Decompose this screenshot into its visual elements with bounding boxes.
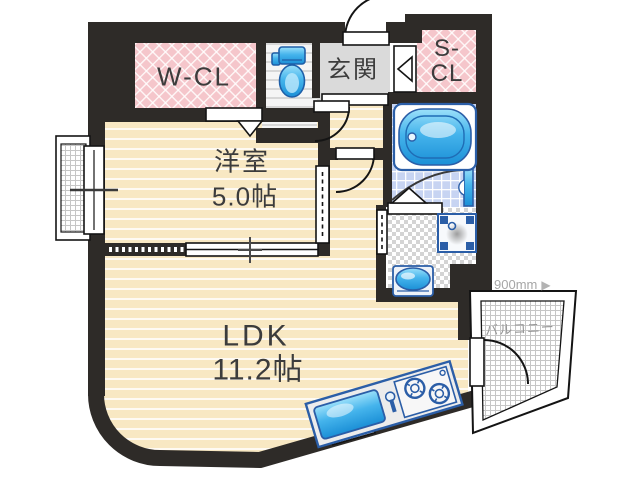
walk-in-closet-label: W-CL: [157, 61, 231, 92]
toilet-icon: [271, 46, 306, 98]
shoe-closet-floor: [417, 26, 476, 96]
balcony-area: [468, 290, 578, 435]
balcony-width-text: 900mm: [494, 277, 538, 292]
kitchen-sink-icon: [313, 389, 397, 440]
entrance-door: [342, 0, 390, 46]
ldk-label: LDK: [222, 319, 290, 353]
shoe-closet-opening: [393, 45, 417, 93]
shoe-closet-label: S- CL: [430, 34, 464, 87]
bathtub-icon: [392, 102, 478, 172]
shoe-closet-label-line2: CL: [430, 60, 464, 87]
entrance-step: [321, 93, 389, 106]
closet-opening: [205, 107, 264, 138]
western-room-label: 洋室: [213, 146, 271, 177]
shower-door-icon: [458, 167, 474, 207]
right-arrow-icon: ▶: [541, 278, 551, 292]
ldk-floor: [101, 105, 468, 458]
washing-machine-pan-icon: [437, 213, 477, 253]
gas-stove-icon: [393, 365, 458, 419]
entrance-label: 玄関: [327, 56, 379, 84]
sliding-door: [185, 237, 319, 263]
balcony-door: [469, 337, 529, 387]
kitchen-counter: [304, 359, 464, 449]
fixtures-layer: [271, 46, 478, 449]
washbasin-icon: [392, 265, 434, 297]
walk-in-closet-floor: [128, 40, 260, 115]
west-window: [55, 135, 118, 241]
balcony-width-annotation: 900mm▶: [494, 278, 551, 292]
toilet-door: [313, 100, 350, 142]
western-room-size: 5.0帖: [211, 181, 279, 212]
pocket-door-west: [315, 165, 330, 244]
shoe-closet-label-line1: S-: [434, 34, 460, 62]
pocket-door-washroom: [376, 209, 388, 255]
entrance-floor: [315, 40, 390, 100]
ldk-size: 11.2帖: [212, 353, 304, 387]
living-door: [335, 147, 375, 193]
